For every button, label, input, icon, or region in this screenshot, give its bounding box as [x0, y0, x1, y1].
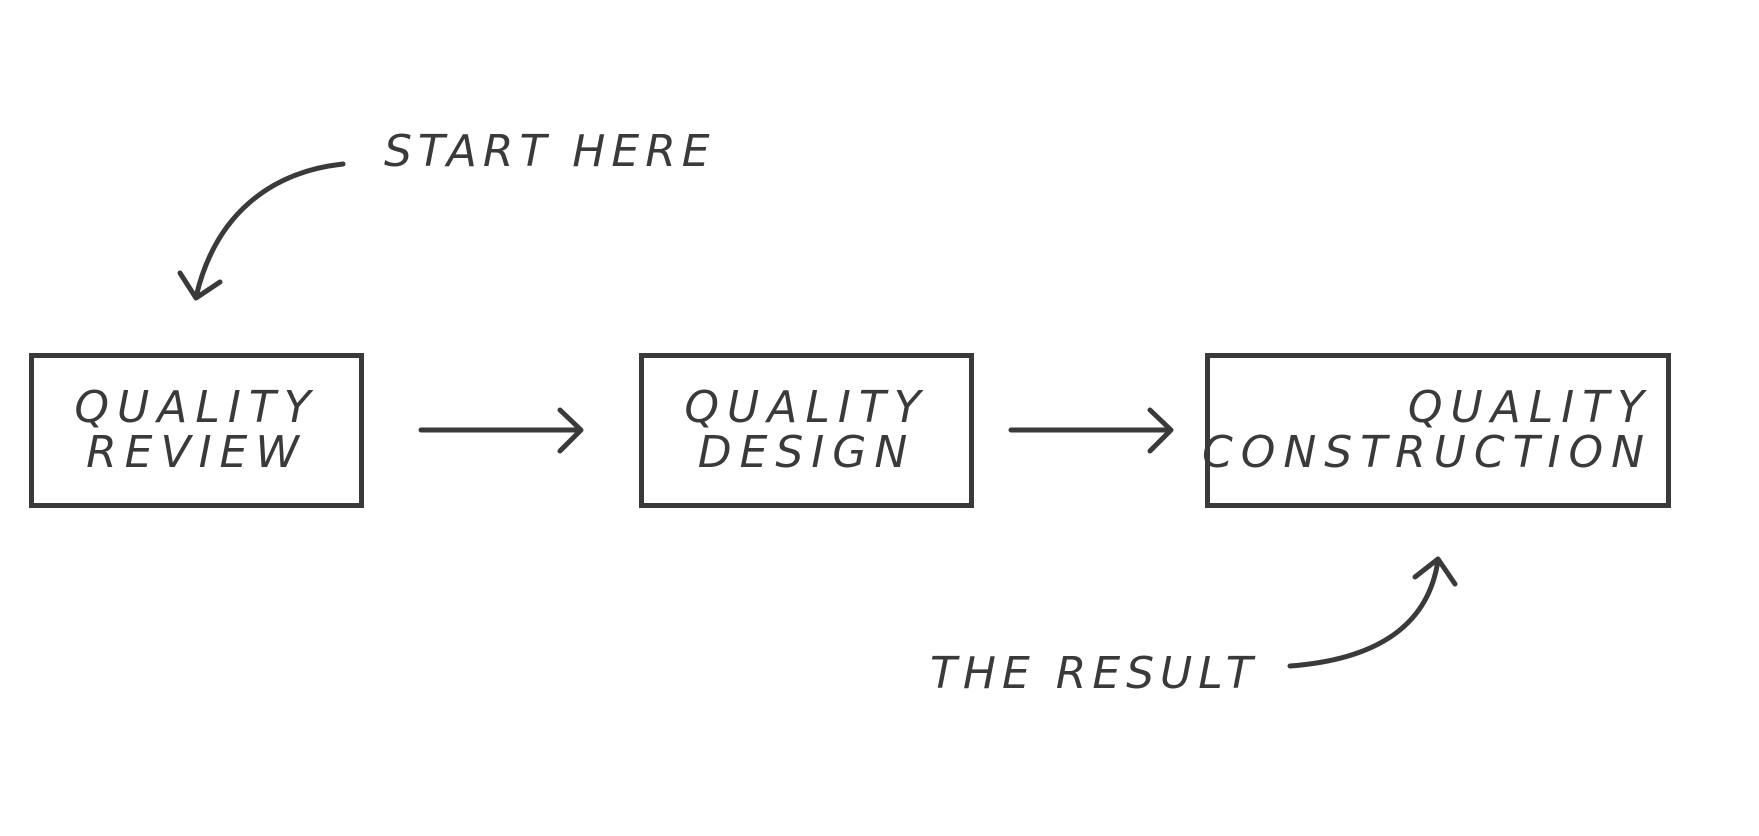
quality-construction-line2: CONSTRUCTION: [1202, 426, 1652, 478]
quality-review-box: QUALITY REVIEW: [29, 353, 364, 508]
design-to-construction-arrowhead: [1147, 407, 1174, 454]
review-to-design-arrowhead: [557, 407, 584, 454]
quality-review-line2: REVIEW: [86, 426, 307, 478]
quality-design-line2: DESIGN: [697, 426, 916, 478]
quality-design-line1: QUALITY: [684, 381, 929, 433]
start-curved-arrow: [193, 161, 346, 300]
result-arrowhead: [1412, 556, 1458, 587]
quality-design-box: QUALITY DESIGN: [639, 353, 974, 508]
start-here-note: START HERE: [384, 126, 716, 177]
quality-construction-box: QUALITY CONSTRUCTION: [1202, 353, 1671, 508]
the-result-note: THE RESULT: [930, 648, 1259, 699]
start-arrowhead: [177, 270, 223, 301]
quality-construction-line1: QUALITY: [1407, 381, 1652, 433]
quality-review-line1: QUALITY: [74, 381, 319, 433]
result-curved-arrow: [1287, 557, 1441, 669]
